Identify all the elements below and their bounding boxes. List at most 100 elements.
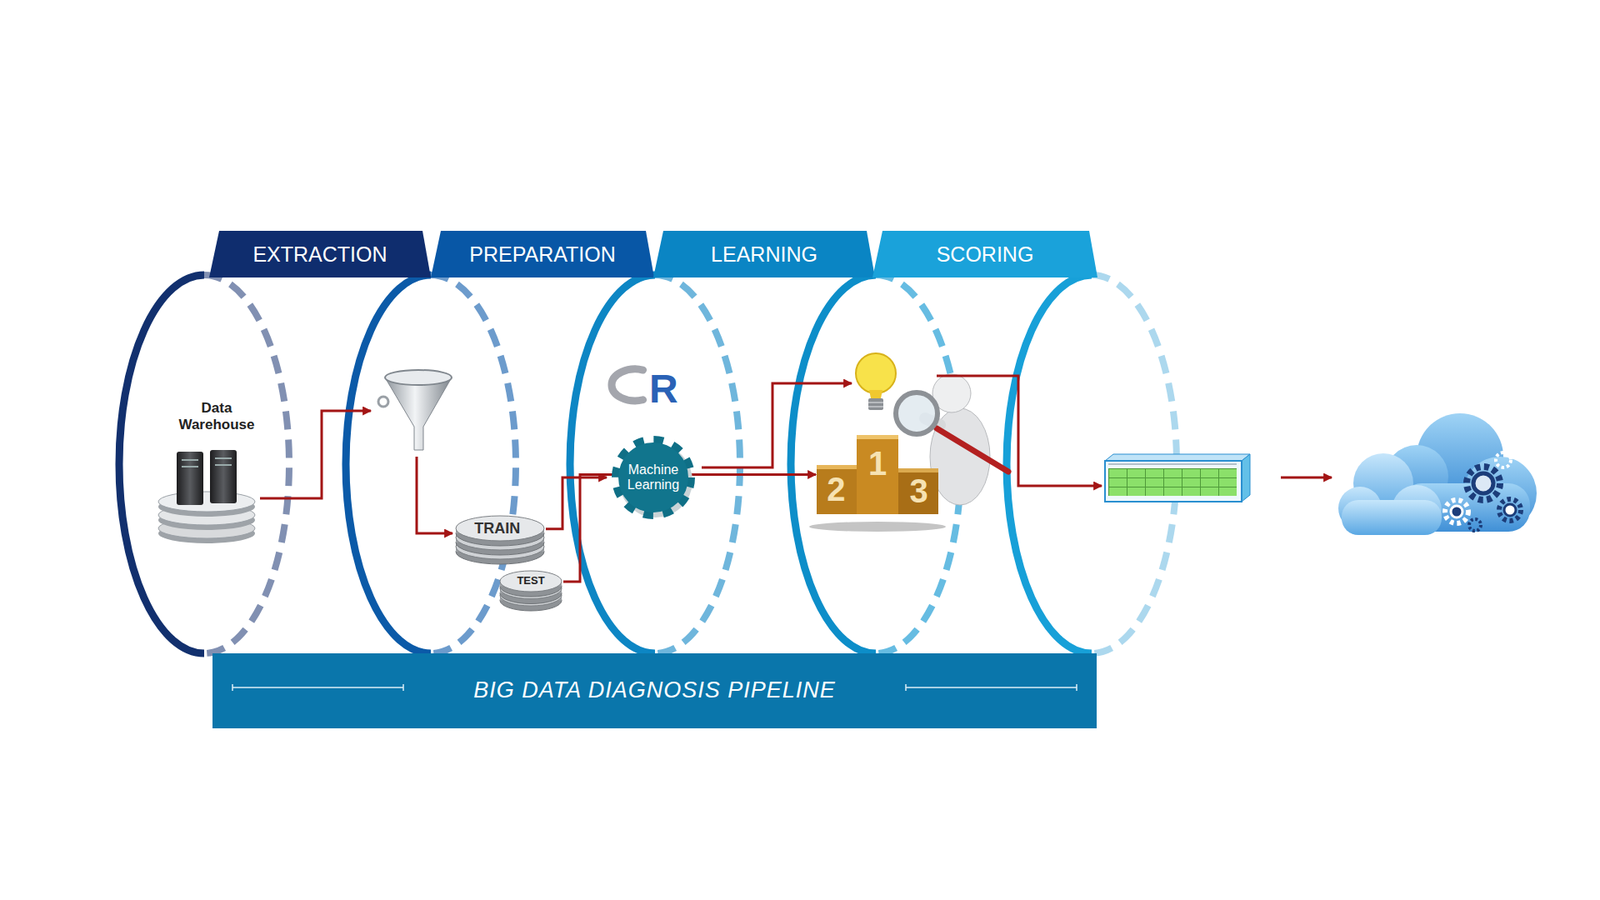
podium-shadow (809, 521, 946, 532)
figure-with-magnifier (895, 392, 938, 435)
train-disk-shape (455, 528, 545, 534)
stage-tab-shape (653, 230, 875, 278)
gear-icon (1466, 466, 1500, 500)
test-disk: TEST (498, 570, 564, 612)
ml-gear: Machine Learning (607, 431, 700, 524)
cloud-icon (1338, 413, 1537, 535)
stage-tab: EXTRACTION (209, 230, 431, 278)
podium: 213 (816, 435, 939, 515)
server-icon (181, 458, 232, 467)
gear-icon (1469, 519, 1481, 531)
rank-number: 3 (910, 471, 929, 510)
train-disk-shape (455, 546, 545, 552)
lightbulb-icon (869, 390, 883, 399)
ring-front (570, 275, 655, 654)
node-label: BIG DATA DIAGNOSIS PIPELINE (473, 677, 836, 704)
band-rule (232, 684, 404, 691)
server-icon (158, 450, 255, 544)
test-disk-shape (500, 570, 562, 592)
flow-arrow (1280, 476, 1332, 480)
pipeline-band: BIG DATA DIAGNOSIS PIPELINE (212, 653, 1097, 729)
test-disk-shape (500, 583, 562, 605)
gear-icon (1495, 452, 1511, 468)
podium-shape (816, 465, 857, 515)
train-disk-shape (455, 525, 545, 550)
result-table (1108, 468, 1237, 496)
funnel-icon (385, 377, 452, 450)
stage-tab-shape (653, 230, 875, 278)
rank-number: 1 (868, 444, 887, 483)
train-disk-shape (455, 534, 545, 560)
flow-connector (545, 477, 607, 530)
test-disk-shape (498, 570, 564, 612)
ring-front (119, 275, 205, 654)
test-disk-shape (500, 595, 562, 601)
ml-gear-shape (618, 442, 689, 513)
train-disk-shape (455, 530, 545, 555)
train-disk-shape (455, 537, 545, 543)
server-icon (158, 491, 255, 512)
test-disk-shape (500, 590, 562, 611)
r-logo: R (610, 361, 690, 414)
podium-shape (816, 465, 857, 470)
node-label: SCORING (936, 242, 1035, 267)
node-label: TRAIN (474, 520, 520, 538)
cloud-icon (1338, 453, 1442, 535)
ring-front (345, 275, 431, 654)
gear-icon (1473, 473, 1494, 494)
pipeline-ring (119, 275, 1177, 654)
lightbulb-icon (855, 353, 896, 394)
gear-icon (1504, 504, 1516, 516)
podium-shape (898, 468, 939, 473)
stage-tab-shape (209, 230, 431, 278)
rank-number: 2 (826, 470, 845, 509)
flow-connector (563, 475, 816, 583)
node-label: TEST (516, 575, 545, 588)
gear-icon (1499, 499, 1521, 521)
stage-tab-shape (872, 230, 1098, 278)
lightbulb-icon (868, 398, 884, 410)
flow-arrow (936, 375, 1102, 486)
ml-gear-shape (615, 440, 691, 515)
podium-shape (856, 435, 899, 440)
result-table (1105, 460, 1242, 502)
band-rule (212, 653, 1097, 729)
gear-icon (1445, 452, 1521, 531)
node-label: LEARNING (710, 242, 818, 267)
stage-tab-shape (872, 230, 1098, 278)
flow-arrow (260, 375, 1332, 534)
train-disk-shape (455, 520, 545, 546)
funnel-icon (378, 370, 452, 450)
podium-shape (856, 435, 899, 515)
funnel-icon (378, 396, 389, 407)
node-label: R (649, 365, 679, 412)
podium-shape (898, 468, 939, 515)
funnel-icon (385, 370, 452, 385)
flow-arrow (260, 410, 371, 499)
ring-back (430, 275, 516, 654)
data-source-label: Data Warehouse (160, 396, 274, 437)
test-disk-shape (500, 581, 562, 587)
test-disk-shape (500, 585, 562, 606)
podium-shape (816, 435, 939, 515)
stage-tab: LEARNING (653, 230, 875, 278)
node-label: PREPARATION (469, 242, 616, 267)
stage-tab: SCORING (872, 230, 1098, 278)
result-table (1241, 454, 1250, 502)
r-logo-shape (611, 369, 644, 401)
ring-back (655, 275, 740, 654)
node-label: EXTRACTION (252, 242, 387, 267)
test-disk-shape (500, 575, 562, 597)
test-disk-shape (500, 588, 562, 594)
figure-with-magnifier (895, 374, 1009, 505)
train-disk-shape (455, 515, 545, 541)
figure-with-magnifier (936, 428, 1009, 472)
cloud-icon (1341, 500, 1442, 535)
train-disk-shape (454, 515, 546, 565)
band-rule (905, 684, 1077, 691)
r-logo-shape (610, 361, 690, 414)
node-label: Machine Learning (620, 462, 687, 494)
